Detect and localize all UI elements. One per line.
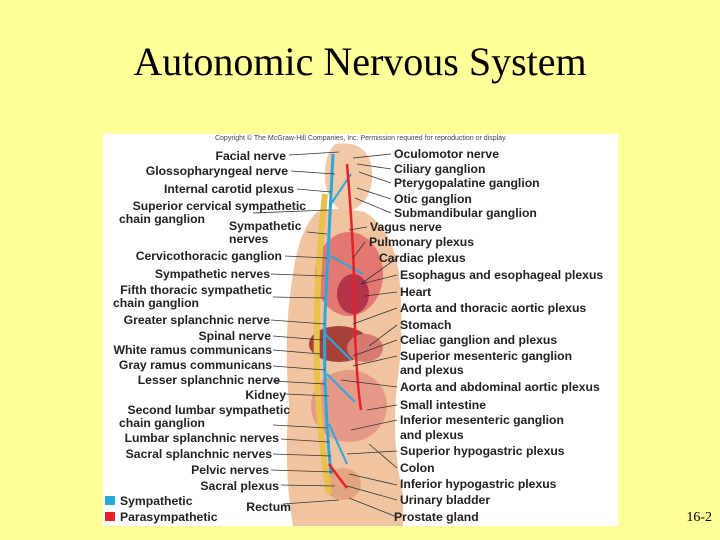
left-leader-lines	[252, 151, 340, 505]
label-aorta-and-thoracic-aortic-plexus: Aorta and thoracic aortic plexus	[400, 301, 587, 315]
label-superior-hypogastric-plexus: Superior hypogastric plexus	[400, 444, 565, 458]
label-white-ramus-communicans: White ramus communicans	[113, 343, 272, 357]
legend-label-sympathetic: Sympathetic	[120, 494, 193, 508]
sympathetic-branches	[324, 173, 364, 465]
label-pulmonary-plexus: Pulmonary plexus	[369, 235, 474, 249]
label-submandibular-ganglion: Submandibular ganglion	[394, 206, 537, 220]
label-prostate-gland: Prostate gland	[394, 510, 479, 524]
label-kidney: Kidney	[245, 388, 286, 402]
label-rectum: Rectum	[246, 500, 291, 514]
label-nerves: nerves	[229, 232, 269, 246]
legend-swatch-parasympathetic	[105, 512, 115, 521]
label-inferior-mesenteric-ganglion: Inferior mesenteric ganglion	[400, 413, 564, 427]
legend-label-parasympathetic: Parasympathetic	[120, 510, 218, 524]
label-stomach: Stomach	[400, 318, 452, 332]
label-aorta-and-abdominal-aortic-plexus: Aorta and abdominal aortic plexus	[400, 380, 600, 394]
label-inferior-hypogastric-plexus: Inferior hypogastric plexus	[400, 477, 557, 491]
label-facial-nerve: Facial nerve	[215, 149, 286, 163]
label-chain-ganglion-lumbar: chain ganglion	[119, 416, 205, 430]
label-sacral-splanchnic-nerves: Sacral splanchnic nerves	[125, 447, 272, 461]
label-vagus-nerve: Vagus nerve	[370, 220, 442, 234]
label-colon: Colon	[400, 461, 435, 475]
label-ciliary-ganglion: Ciliary ganglion	[394, 162, 486, 176]
vagus-nerve	[345, 163, 363, 411]
label-pterygopalatine-ganglion: Pterygopalatine ganglion	[394, 176, 540, 190]
label-lesser-splanchnic-nerve: Lesser splanchnic nerve	[137, 373, 280, 387]
label-greater-splanchnic-nerve: Greater splanchnic nerve	[123, 313, 270, 327]
legend-swatch-sympathetic	[105, 496, 115, 505]
label-heart: Heart	[400, 285, 432, 299]
copyright-notice: Copyright © The McGraw-Hill Companies, I…	[214, 135, 507, 142]
slide-number: 16-2	[686, 510, 712, 525]
label-glossopharyngeal-nerve: Glossopharyngeal nerve	[145, 164, 288, 178]
pelvic-nerves	[327, 463, 348, 489]
label-second-lumbar-sympathetic: Second lumbar sympathetic	[127, 403, 290, 417]
label-otic-ganglion: Otic ganglion	[394, 192, 472, 206]
label-cervicothoracic-ganglion: Cervicothoracic ganglion	[135, 249, 282, 263]
label-urinary-bladder: Urinary bladder	[400, 493, 491, 507]
label-cardiac-plexus: Cardiac plexus	[379, 251, 466, 265]
label-pelvic-nerves: Pelvic nerves	[191, 463, 269, 477]
label-gray-ramus-communicans: Gray ramus communicans	[118, 358, 272, 372]
right-leader-lines	[340, 153, 398, 518]
label-superior-cervical-sympathetic: Superior cervical sympathetic	[132, 199, 306, 213]
slide-title: Autonomic Nervous System	[133, 39, 587, 84]
anatomy-figure: Copyright © The McGraw-Hill Companies, I…	[103, 134, 618, 526]
label-chain-ganglion-thoracic: chain ganglion	[113, 296, 199, 310]
anatomy-illustration	[252, 143, 403, 526]
label-lumbar-splanchnic-nerves: Lumbar splanchnic nerves	[124, 431, 279, 445]
label-oculomotor-nerve: Oculomotor nerve	[394, 147, 499, 161]
label-small-intestine: Small intestine	[400, 398, 487, 412]
stomach-shape	[347, 334, 383, 362]
label-sympathetic: Sympathetic	[229, 219, 302, 233]
label-celiac-ganglion-and-plexus: Celiac ganglion and plexus	[400, 333, 558, 347]
spinal-cord	[313, 193, 332, 495]
label-esophagus-and-esophageal-plexus: Esophagus and esophageal plexus	[400, 268, 604, 282]
label-fifth-thoracic-sympathetic: Fifth thoracic sympathetic	[120, 283, 272, 297]
label-and-plexus-superior: and plexus	[400, 363, 464, 377]
label-spinal-nerve: Spinal nerve	[198, 329, 271, 343]
label-superior-mesenteric-ganglion: Superior mesenteric ganglion	[400, 349, 573, 363]
label-sympathetic-nerves: Sympathetic nerves	[154, 267, 270, 281]
label-and-plexus-inferior: and plexus	[400, 428, 464, 442]
label-chain-ganglion-cervical: chain ganglion	[119, 212, 205, 226]
label-sacral-plexus: Sacral plexus	[200, 479, 279, 493]
label-internal-carotid-plexus: Internal carotid plexus	[163, 182, 294, 196]
